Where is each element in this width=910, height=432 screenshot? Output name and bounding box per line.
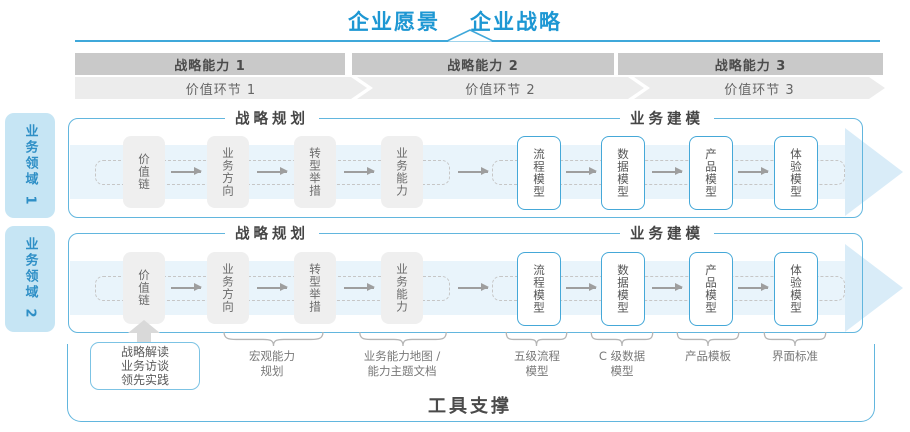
title-caret-icon xyxy=(446,29,494,42)
deliverable-line: 模型 xyxy=(610,364,634,378)
capability-bar-3: 战略能力 3 xyxy=(618,53,883,75)
row1-dashed-placeholder-track-1 xyxy=(95,160,450,185)
brace-icon xyxy=(505,331,568,346)
row1-box-business-direction: 业务方向 xyxy=(207,136,249,208)
deliverable-ui-standard: 界面标准 xyxy=(725,349,865,364)
row2-section-header-planning: 战略规划 xyxy=(225,222,319,244)
row1-flow-arrow-icon xyxy=(566,168,597,175)
brace-icon xyxy=(358,331,448,346)
row2-arrowhead xyxy=(845,244,903,332)
deliverable-product-template: 产品模板 xyxy=(638,349,778,364)
row2-flow-arrow-icon xyxy=(652,284,683,291)
row1-flow-arrow-icon xyxy=(458,168,489,175)
deliverable-macro-capability-planning: 宏观能力 规划 xyxy=(202,349,342,379)
row2-flow-arrow-icon xyxy=(738,284,769,291)
row1-box-product-model: 产品模型 xyxy=(689,136,733,210)
value-link-3-label: 价值环节 3 xyxy=(724,82,795,98)
deliverable-line: 产品模板 xyxy=(685,349,731,363)
deliverable-level5-process-model: 五级流程 模型 xyxy=(467,349,607,379)
tool-support-title: 工具支撑 xyxy=(428,396,512,417)
brace-icon xyxy=(676,331,740,346)
row2-box-business-direction: 业务方向 xyxy=(207,252,249,324)
up-arrow-icon xyxy=(128,320,160,333)
deliverable-line: 业务能力地图 / xyxy=(363,349,441,363)
capability-bar-3-label: 战略能力 3 xyxy=(714,58,787,74)
deliverable-line: 宏观能力 xyxy=(249,349,295,363)
brace-icon xyxy=(590,331,654,346)
capability-bar-1: 战略能力 1 xyxy=(75,53,345,75)
capability-bar-2-label: 战略能力 2 xyxy=(447,58,519,74)
deliverable-line: 规划 xyxy=(260,364,284,378)
row2-flow-arrow-icon xyxy=(458,284,489,291)
deliverable-line: 界面标准 xyxy=(772,349,818,363)
row2-container xyxy=(68,233,863,333)
row1-flow-arrow-icon xyxy=(652,168,683,175)
row2-flow-arrow-icon xyxy=(344,284,375,291)
row2-flow-arrow-icon xyxy=(257,284,288,291)
row2-box-experience-model: 体验模型 xyxy=(774,252,818,326)
strategy-input-line-1: 战略解读 xyxy=(120,345,169,359)
row1-container xyxy=(68,118,863,218)
value-link-chevron-2: 价值环节 2 xyxy=(357,77,644,99)
enterprise-vision-title: 企业愿景 xyxy=(348,10,440,34)
row1-dashed-placeholder-track-2 xyxy=(492,160,845,185)
row1-section-header-modeling: 业务建模 xyxy=(620,107,714,129)
row1-section-header-planning: 战略规划 xyxy=(225,107,319,129)
enterprise-strategy-title: 企业战略 xyxy=(470,10,562,34)
value-link-chevron-1: 价值环节 1 xyxy=(75,77,367,99)
row1-flow-arrow-icon xyxy=(171,168,202,175)
deliverable-line: 模型 xyxy=(525,364,549,378)
capability-bar-2: 战略能力 2 xyxy=(352,53,614,75)
row1-box-transformation-initiatives: 转型举措 xyxy=(294,136,336,208)
value-link-2-label: 价值环节 2 xyxy=(465,82,536,98)
row2-box-transformation-initiatives: 转型举措 xyxy=(294,252,336,324)
row2-box-value-chain: 价值链 xyxy=(123,252,165,324)
row1-box-business-capability: 业务能力 xyxy=(381,136,423,208)
deliverable-clevel-data-model: C 级数据 模型 xyxy=(552,349,692,379)
row2-dashed-placeholder-track-1 xyxy=(95,276,450,301)
brace-icon xyxy=(222,331,325,346)
deliverable-line: C 级数据 xyxy=(598,349,646,363)
strategy-input-line-2: 业务访谈 xyxy=(120,359,169,373)
business-domain-label-2: 业务领域 2 xyxy=(5,226,55,332)
row1-box-value-chain: 价值链 xyxy=(123,136,165,208)
value-link-1-label: 价值环节 1 xyxy=(185,82,257,98)
row2-flow-arrow-icon xyxy=(171,284,202,291)
strategy-input-line-3: 领先实践 xyxy=(120,373,169,387)
row1-arrowhead xyxy=(845,128,903,216)
row1-flow-arrow-icon xyxy=(738,168,769,175)
business-domain-label-1: 业务领域 1 xyxy=(5,113,55,218)
row2-box-product-model: 产品模型 xyxy=(689,252,733,326)
capability-bar-1-label: 战略能力 1 xyxy=(174,58,246,74)
row1-box-data-model: 数据模型 xyxy=(601,136,645,210)
row2-box-process-model: 流程模型 xyxy=(517,252,561,326)
row2-box-data-model: 数据模型 xyxy=(601,252,645,326)
strategy-input-box: 战略解读 业务访谈 领先实践 xyxy=(90,342,200,390)
row2-flow-arrow-icon xyxy=(566,284,597,291)
diagram-title: 企业愿景 企业战略 xyxy=(0,6,910,36)
value-link-chevron-3: 价值环节 3 xyxy=(634,77,885,99)
row1-box-process-model: 流程模型 xyxy=(517,136,561,210)
row1-box-experience-model: 体验模型 xyxy=(774,136,818,210)
row1-flow-arrow-icon xyxy=(344,168,375,175)
brace-icon xyxy=(763,331,827,346)
row2-box-business-capability: 业务能力 xyxy=(381,252,423,324)
tool-support-container xyxy=(67,344,875,422)
row1-flow-arrow-icon xyxy=(257,168,288,175)
deliverable-line: 五级流程 xyxy=(514,349,560,363)
row2-section-header-modeling: 业务建模 xyxy=(620,222,714,244)
up-arrow-stem xyxy=(137,333,151,344)
deliverable-capability-map-docs: 业务能力地图 / 能力主题文档 xyxy=(332,349,472,379)
row2-dashed-placeholder-track-2 xyxy=(492,276,845,301)
deliverable-line: 能力主题文档 xyxy=(367,364,437,378)
